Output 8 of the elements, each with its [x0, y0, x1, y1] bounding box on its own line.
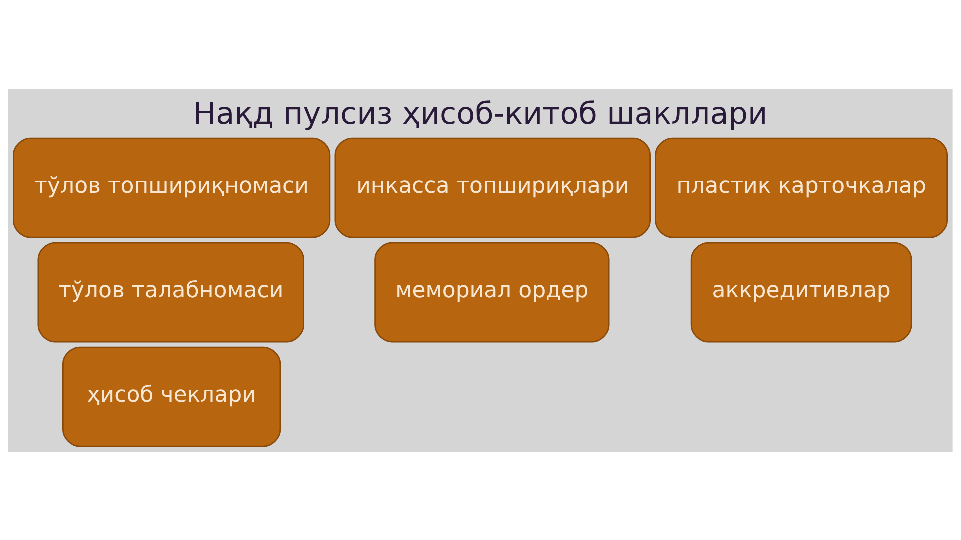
diagram-title: Нақд пулсиз ҳисоб-китоб шакллари	[193, 96, 768, 132]
node-box: ҳисоб чеклари	[62, 346, 282, 447]
node-box: пластик карточкалар	[655, 137, 948, 238]
node-box: инкасса топшириқлари	[334, 137, 651, 238]
node-box: аккредитивлар	[690, 242, 912, 342]
node-box: мемориал ордер	[374, 242, 610, 342]
node-box: тўлов талабномаси	[38, 242, 304, 342]
node-box: тўлов топшириқномаси	[13, 137, 331, 238]
